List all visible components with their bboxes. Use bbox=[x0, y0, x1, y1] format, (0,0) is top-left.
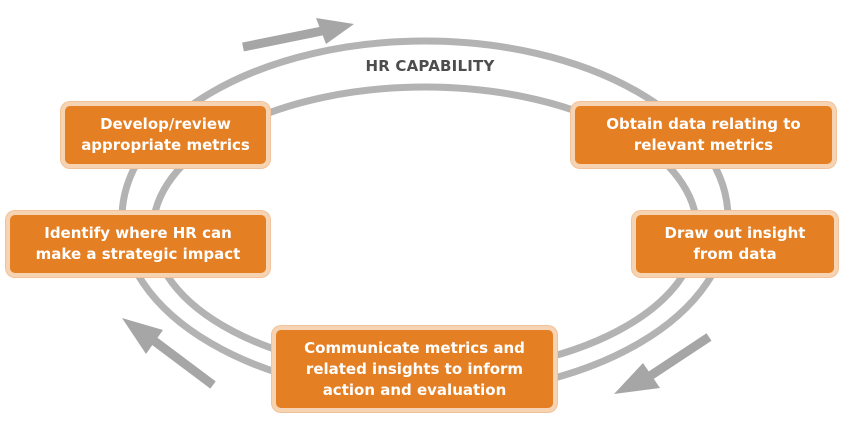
step-identify-impact: Identify where HR can make a strategic i… bbox=[6, 211, 270, 277]
step-communicate-metrics: Communicate metrics and related insights… bbox=[272, 326, 557, 412]
step-develop-review-metrics: Develop/review appropriate metrics bbox=[61, 102, 270, 168]
ring-label: HR CAPABILITY bbox=[365, 57, 495, 75]
arrow-bottom-right-icon bbox=[614, 333, 712, 394]
step-draw-insight: Draw out insight from data bbox=[632, 211, 838, 277]
arrow-bottom-left-icon bbox=[122, 318, 216, 389]
step-obtain-data: Obtain data relating to relevant metrics bbox=[571, 102, 836, 168]
arrow-top-icon bbox=[242, 18, 354, 52]
